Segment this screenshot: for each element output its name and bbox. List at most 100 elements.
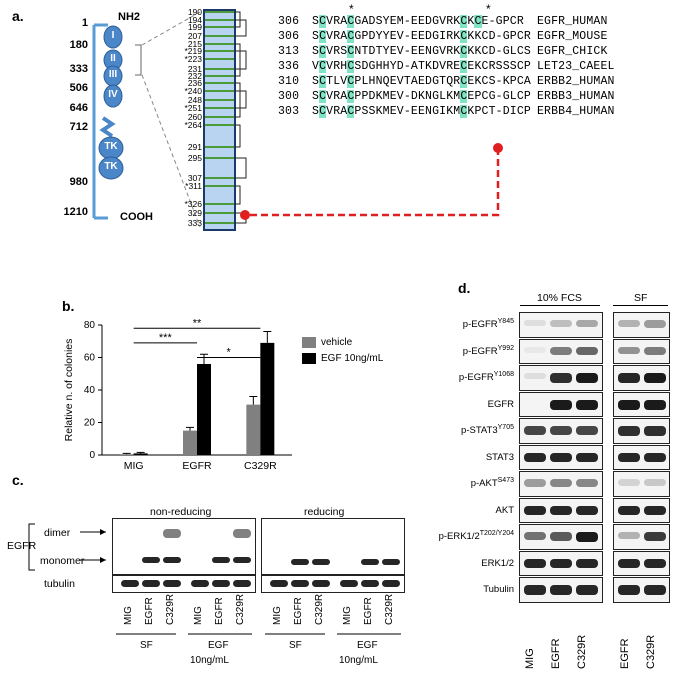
significance-label: ***	[159, 332, 173, 344]
lane-label: C329R	[165, 593, 176, 625]
blot-band	[618, 373, 640, 383]
alignment-species: EGFR_CHICK	[537, 45, 608, 58]
blot-band	[142, 580, 160, 587]
domain-name-label: IV	[108, 89, 118, 100]
alignment-species: ERBB3_HUMAN	[537, 90, 615, 103]
y-tick-label: 40	[84, 385, 96, 396]
antibody-label: AKT	[495, 504, 514, 516]
asterisk-1: *	[349, 2, 354, 16]
blot-strip	[613, 497, 670, 523]
cysteine-position: *219	[184, 46, 203, 56]
domain-name-label: I	[111, 30, 115, 41]
blot-band	[576, 532, 598, 542]
lane-label: EGFR	[363, 597, 374, 625]
blot-band	[644, 346, 666, 355]
antibody-label: p-EGFRY1068	[458, 371, 514, 384]
blot-strip	[613, 524, 670, 550]
alignment-species: LET23_CAEEL	[537, 60, 615, 73]
c329-marker	[240, 210, 250, 220]
domain-name-label: III	[108, 69, 118, 80]
significance-label: **	[193, 317, 202, 329]
blot-strip	[519, 497, 603, 523]
domain-name-label: TK	[104, 141, 118, 152]
bar	[197, 364, 211, 455]
blot-band	[618, 452, 640, 463]
blot-strip	[519, 365, 603, 391]
lane-label: EGFR	[144, 597, 155, 625]
disulfide-bond	[235, 43, 241, 77]
bar	[260, 342, 275, 455]
blot-band	[576, 373, 598, 383]
lane-label: MIG	[524, 648, 536, 669]
blot-band	[576, 505, 598, 516]
bar	[133, 453, 148, 455]
blot-band	[361, 580, 379, 587]
blot-strip	[519, 444, 603, 470]
antibody-label: STAT3	[485, 451, 514, 463]
significance-label: *	[227, 347, 232, 359]
blot-band	[576, 426, 598, 436]
blot-band	[163, 580, 181, 587]
lane-label: EGFR	[214, 597, 225, 625]
blot-band	[291, 559, 309, 565]
blot-strip	[613, 444, 670, 470]
domain-position: 1	[81, 17, 88, 29]
y-tick-label: 60	[84, 353, 96, 364]
blot-band	[524, 479, 546, 487]
cysteine-position: 207	[187, 31, 202, 41]
blot-band	[191, 580, 209, 587]
lane-label: C329R	[576, 634, 588, 669]
alignment-position: 310	[278, 75, 300, 88]
alignment-position: 303	[278, 105, 300, 118]
reducing-label: reducing	[304, 506, 345, 518]
blot-band	[312, 580, 330, 587]
condition-label: 10ng/mL	[339, 655, 378, 666]
blot-band	[576, 399, 598, 410]
blot-strip	[519, 391, 603, 417]
blot-band	[142, 557, 160, 563]
disulfide-bond	[235, 90, 247, 109]
blot-c-reducing-tubulin	[261, 575, 405, 593]
blot-band	[212, 580, 230, 587]
blot-band	[618, 558, 640, 569]
lane-label: MIG	[272, 606, 283, 625]
x-tick-label: C329R	[244, 460, 277, 472]
antibody-label: p-EGFRY845	[462, 318, 514, 331]
domain-position: 646	[69, 102, 88, 114]
condition-label: SF	[140, 640, 153, 651]
lane-label: C329R	[314, 593, 325, 625]
blot-strip	[519, 312, 603, 338]
cysteine-position: 232	[187, 71, 202, 81]
blot-strip	[519, 550, 603, 576]
blot-band	[382, 559, 400, 565]
domain-TK2	[98, 156, 124, 180]
domain-II-box	[203, 9, 236, 231]
blot-band	[233, 557, 251, 563]
tubulin-label: tubulin	[44, 578, 75, 590]
cysteine-position: *326	[184, 199, 203, 209]
lane-label: EGFR	[619, 638, 631, 669]
egfr-domain-diagram	[92, 9, 503, 231]
alignment-species: ERBB2_HUMAN	[537, 75, 615, 88]
col-fcs-label: 10% FCS	[537, 292, 582, 304]
cysteine-position: *251	[184, 103, 203, 113]
antibody-label: p-EGFRY992	[462, 344, 514, 357]
alignment-sequence: SCVRACGADSYEM-EEDGVRKCKCE-GPCR	[312, 15, 524, 28]
cysteine-position: *240	[184, 86, 203, 96]
blot-band	[550, 346, 572, 355]
blot-band	[576, 558, 598, 569]
blot-band	[163, 529, 181, 538]
alignment-position: 306	[278, 30, 300, 43]
blot-band	[121, 580, 139, 587]
blot-band	[524, 505, 546, 516]
legend-egf: EGF 10ng/mL	[302, 353, 383, 364]
blot-band	[550, 558, 572, 569]
y-tick-label: 0	[89, 450, 95, 461]
antibody-label: p-ERK1/2T202/Y204	[438, 530, 514, 543]
blot-band	[361, 559, 379, 565]
cysteine-position: *223	[184, 54, 203, 64]
